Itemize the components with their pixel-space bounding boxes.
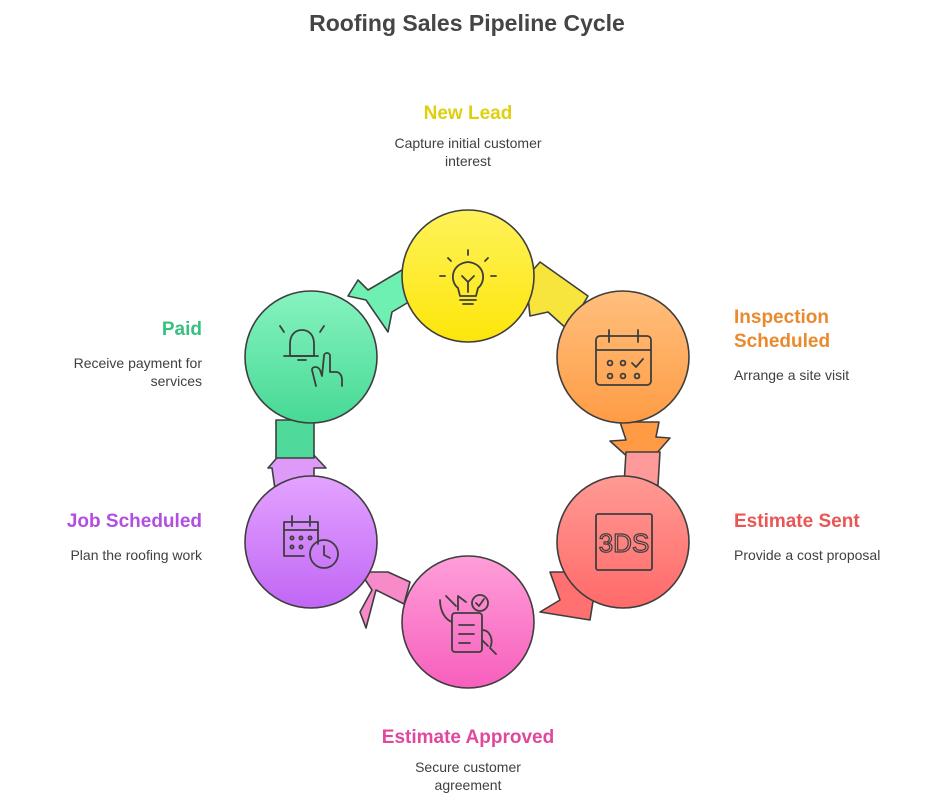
3ds-text: 3DS xyxy=(599,528,650,558)
stage-circle-paid xyxy=(244,290,378,424)
stage-circle-inspection-scheduled xyxy=(556,290,690,424)
stage-title: New Lead xyxy=(423,103,513,124)
signed-agreement-icon xyxy=(439,594,497,655)
3d-document-icon xyxy=(595,513,653,571)
stage-description: Capture initial customer interest xyxy=(394,135,542,169)
page-title: Roofing Sales Pipeline Cycle xyxy=(309,10,625,36)
stage-label-inspection-scheduled: Inspection Scheduled Arrange a site visi… xyxy=(734,306,914,384)
stage-label-estimate-sent: Estimate Sent Provide a cost proposal xyxy=(734,510,924,564)
stage-circle-new-lead xyxy=(401,209,535,343)
bell-tap-icon xyxy=(279,325,343,387)
stage-circle-estimate-approved xyxy=(401,555,535,689)
stage-label-job-scheduled: Job Scheduled Plan the roofing work xyxy=(20,510,202,564)
stage-label-estimate-approved: Estimate Approved Secure customer agreem… xyxy=(348,726,588,794)
stage-circle-estimate-sent xyxy=(556,475,690,609)
stage-description: Secure customer agreement xyxy=(415,759,521,793)
stage-title: Inspection Scheduled xyxy=(734,307,831,352)
stage-description: Provide a cost proposal xyxy=(734,547,881,563)
stage-title: Estimate Approved xyxy=(381,727,555,748)
stage-title: Paid xyxy=(161,319,202,340)
stage-title: Estimate Sent xyxy=(734,511,860,532)
stage-description: Arrange a site visit xyxy=(734,367,850,383)
arrow-paid-tail xyxy=(275,419,315,459)
stage-title: Job Scheduled xyxy=(66,511,202,532)
stage-description: Receive payment for services xyxy=(73,355,202,389)
calendar-check-icon xyxy=(595,329,652,386)
stage-description: Plan the roofing work xyxy=(70,547,202,563)
stage-label-paid: Paid Receive payment for services xyxy=(40,318,202,390)
calendar-clock-icon xyxy=(283,515,339,569)
stage-label-new-lead: New Lead Capture initial customer intere… xyxy=(368,102,568,170)
arrow-approved-to-job xyxy=(359,571,411,629)
lightbulb-icon xyxy=(439,249,497,305)
stage-circle-job-scheduled xyxy=(244,475,378,609)
